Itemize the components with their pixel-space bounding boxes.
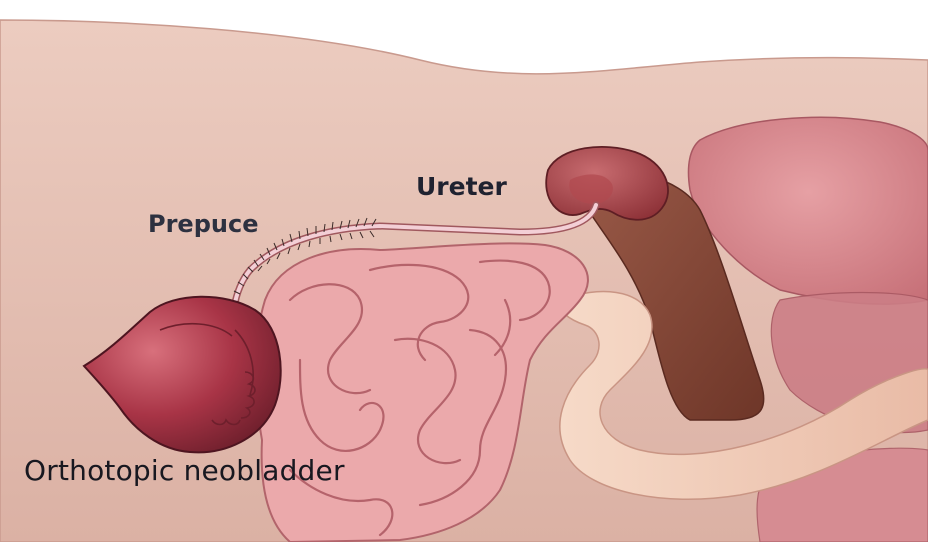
prepuce-label: Prepuce [148, 212, 258, 236]
ureter-label: Ureter [416, 174, 507, 199]
neobladder-label: Orthotopic neobladder [24, 457, 345, 485]
